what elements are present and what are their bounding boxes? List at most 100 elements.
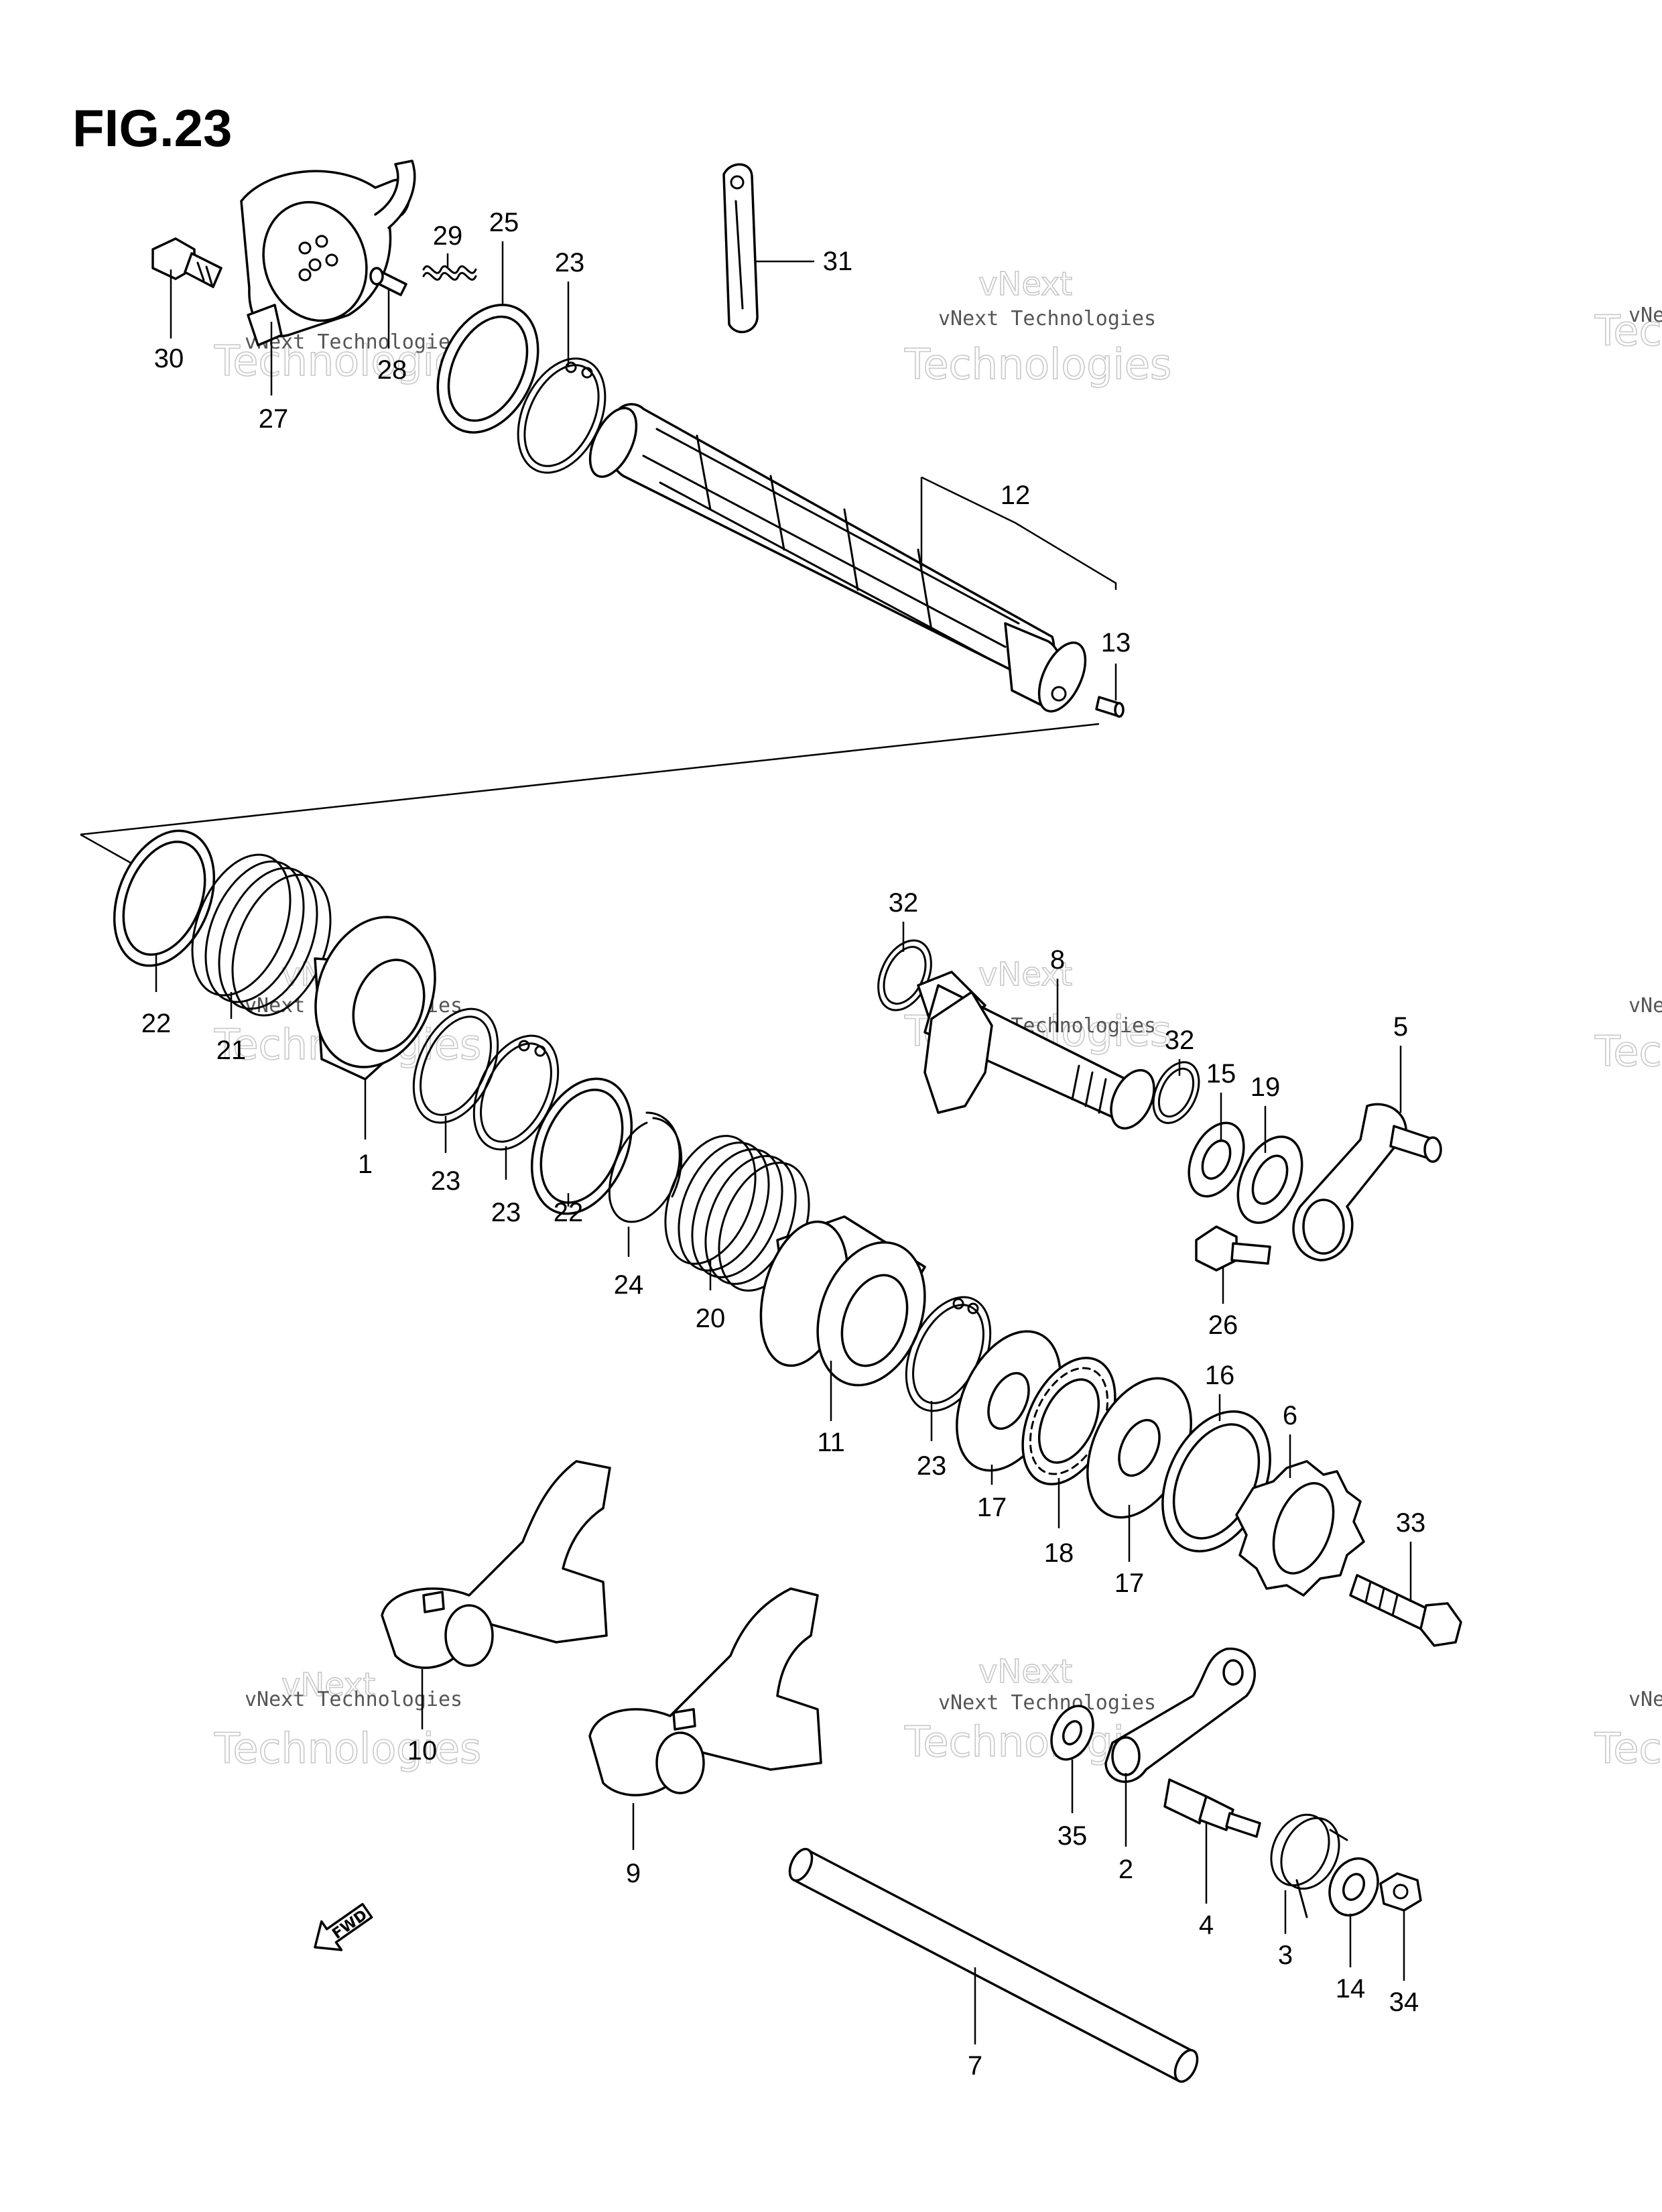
callout-15: 15 [1206,1059,1236,1089]
part-8-shaft [917,971,1155,1130]
part-19-seal [1236,1135,1303,1224]
svg-text:vNext Technologies: vNext Technologies [1628,1688,1662,1711]
callout-8: 8 [1050,945,1065,975]
part-22-washer-left [113,829,216,967]
part-9-fork [588,1587,822,1796]
part-31-plate [722,163,759,334]
callout-17-a: 17 [977,1493,1007,1522]
svg-text:vNext Technologies: vNext Technologies [245,1688,462,1711]
svg-text:vNext: vNext [978,1653,1072,1691]
callout-28: 28 [377,355,407,385]
part-26-bolt [1195,1225,1271,1272]
callout-25: 25 [489,208,519,237]
part-35-washer [1050,1705,1094,1761]
part-27-sensor [240,160,416,347]
callout-4: 4 [1199,1910,1214,1940]
part-13-pin [1095,696,1125,718]
callout-12: 12 [1001,481,1031,510]
callout-3: 3 [1278,1941,1293,1970]
part-32-circlip-b [1152,1061,1200,1124]
part-25-washer [436,304,539,434]
callout-16: 16 [1205,1361,1235,1390]
svg-text:vNext Technologies: vNext Technologies [1628,994,1662,1018]
callout-6: 6 [1283,1401,1297,1430]
callout-labels: 30 27 28 29 25 23 31 12 13 22 21 1 23 23… [141,208,1426,2081]
svg-text:vNext Technologies: vNext Technologies [938,307,1156,330]
callout-26: 26 [1208,1310,1238,1340]
part-16-washer [1161,1410,1271,1552]
part-22-washer-right [530,1077,633,1215]
svg-text:vNext: vNext [978,265,1072,303]
part-24-ring [608,1111,682,1223]
svg-text:vNext Technologies: vNext Technologies [1628,304,1662,327]
callout-23-a: 23 [431,1166,461,1196]
callout-18: 18 [1044,1538,1074,1568]
bracket-12 [921,476,1117,590]
svg-text:Technologies: Technologies [214,1724,481,1773]
callout-7: 7 [968,2051,982,2081]
part-14-washer [1328,1857,1379,1917]
part-28-pin [369,267,407,296]
watermark-3: Technologies vNext Technologies [1594,304,1662,356]
callout-22-right: 22 [554,1198,584,1227]
callout-34: 34 [1389,1987,1419,2017]
callout-29: 29 [433,221,463,251]
callout-35: 35 [1058,1821,1088,1851]
callout-23-c: 23 [917,1451,947,1481]
part-33-bolt [1349,1574,1462,1647]
svg-text:Technologies: Technologies [1594,1027,1662,1076]
callout-24: 24 [614,1270,644,1300]
part-23-circlip-a [412,1007,499,1124]
callout-31: 31 [823,247,853,276]
part-10-fork [381,1460,611,1669]
callout-5: 5 [1393,1012,1408,1042]
part-12-shift-drum [588,403,1087,713]
callout-33: 33 [1396,1508,1426,1538]
callout-23-upper: 23 [555,248,585,278]
callout-32-b: 32 [1165,1026,1195,1055]
part-4-stud [1163,1778,1261,1838]
watermark-7: vNext Technologies vNext Technologies [213,1666,482,1774]
connector-lines [80,723,1100,866]
part-20-spring [664,1135,810,1292]
figure-title: FIG.23 [72,99,232,158]
part-7-shaft [788,1847,1199,2083]
watermark-9: Technologies vNext Technologies [1594,1688,1662,1774]
callout-13: 13 [1101,628,1131,658]
part-6-gear [1235,1460,1365,1597]
callout-17-b: 17 [1114,1569,1145,1598]
part-3-spring [1270,1813,1348,1918]
callout-23-b: 23 [491,1198,521,1227]
callout-11: 11 [817,1428,845,1457]
part-34-nut [1379,1872,1422,1912]
callout-9: 9 [626,1859,641,1888]
part-29-spring [422,265,477,281]
callout-10: 10 [407,1736,438,1766]
part-30-bolt [151,237,222,288]
watermark-8: vNext Technologies vNext Technologies [903,1652,1172,1767]
svg-text:Technologies: Technologies [904,340,1171,389]
callout-21: 21 [216,1036,247,1065]
part-5-lever [1292,1103,1442,1262]
leader-lines [155,241,1412,2044]
svg-text:Technologies: Technologies [1594,1724,1662,1773]
callout-27: 27 [259,404,289,434]
part-21-spring [191,853,332,1017]
part-2-arm [1104,1648,1256,1783]
callout-14: 14 [1336,1974,1366,2004]
svg-text:vNext Technologies: vNext Technologies [938,1691,1156,1715]
callout-2: 2 [1118,1855,1133,1884]
callout-30: 30 [154,344,184,373]
svg-text:Technologies: Technologies [1594,306,1662,355]
callout-20: 20 [696,1304,726,1333]
watermark-6: Technologies vNext Technologies [1594,994,1662,1077]
callout-19: 19 [1251,1072,1281,1102]
part-1-cam [314,916,436,1081]
callout-1: 1 [358,1150,373,1179]
part-15-washer [1188,1121,1245,1198]
svg-text:vNext: vNext [281,1666,375,1704]
watermark-2: vNext Technologies vNext Technologies [903,265,1172,389]
part-11-cam [759,1215,926,1387]
callout-32-a: 32 [889,888,919,918]
callout-22-left: 22 [141,1009,172,1038]
